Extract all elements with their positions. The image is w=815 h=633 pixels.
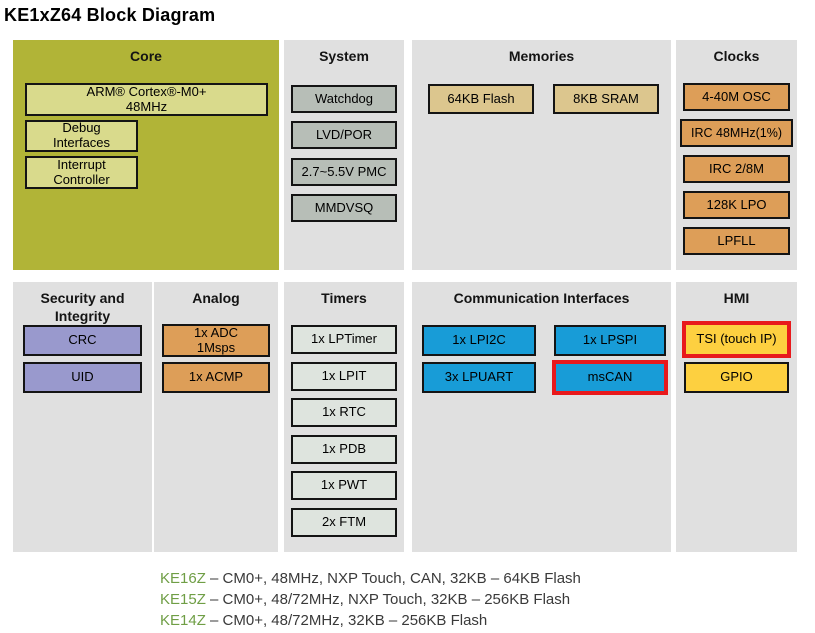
legend-model-ke14z: KE14Z bbox=[160, 612, 206, 629]
block-lpspi: 1x LPSPI bbox=[554, 325, 666, 356]
panel-system: System Watchdog LVD/POR 2.7~5.5V PMC MMD… bbox=[284, 40, 404, 270]
legend-line-ke14z: KE14Z – CM0+, 48/72MHz, 32KB – 256KB Fla… bbox=[160, 610, 581, 631]
block-crc: CRC bbox=[23, 325, 142, 356]
block-lptimer: 1x LPTimer bbox=[291, 325, 397, 354]
legend-desc-ke16z: – CM0+, 48MHz, NXP Touch, CAN, 32KB – 64… bbox=[210, 570, 581, 587]
block-tsi-highlighted: TSI (touch IP) bbox=[682, 321, 791, 358]
block-pmc: 2.7~5.5V PMC bbox=[291, 158, 397, 186]
block-irc-48mhz: IRC 48MHz(1%) bbox=[680, 119, 793, 147]
block-arm-cortex-m0: ARM® Cortex®-M0+ 48MHz bbox=[25, 83, 268, 116]
page-title: KE1xZ64 Block Diagram bbox=[4, 5, 216, 25]
panel-core: Core ARM® Cortex®-M0+ 48MHz Debug Interf… bbox=[13, 40, 279, 270]
panel-core-header: Core bbox=[130, 48, 162, 64]
block-gpio: GPIO bbox=[684, 362, 789, 393]
block-pwt: 1x PWT bbox=[291, 471, 397, 500]
panel-memories-header: Memories bbox=[508, 48, 575, 64]
panel-system-header: System bbox=[319, 48, 369, 64]
panel-timers: Timers 1x LPTimer 1x LPIT 1x RTC 1x PDB … bbox=[284, 282, 404, 552]
legend-desc-ke15z: – CM0+, 48/72MHz, NXP Touch, 32KB – 256K… bbox=[210, 591, 571, 608]
block-lpit: 1x LPIT bbox=[291, 362, 397, 391]
block-mscan-highlighted: msCAN bbox=[552, 360, 668, 395]
block-flash: 64KB Flash bbox=[428, 84, 534, 114]
panel-security: Security and Integrity CRC UID bbox=[13, 282, 152, 552]
panel-communication: Communication Interfaces 1x LPI2C 1x LPS… bbox=[412, 282, 671, 552]
legend-model-ke16z: KE16Z bbox=[160, 570, 206, 587]
block-lpuart: 3x LPUART bbox=[422, 362, 536, 393]
block-osc: 4-40M OSC bbox=[683, 83, 790, 111]
block-lpi2c: 1x LPI2C bbox=[422, 325, 536, 356]
block-adc: 1x ADC 1Msps bbox=[162, 324, 270, 357]
panel-analog: Analog 1x ADC 1Msps 1x ACMP bbox=[154, 282, 278, 552]
panel-clocks: Clocks 4-40M OSC IRC 48MHz(1%) IRC 2/8M … bbox=[676, 40, 797, 270]
block-watchdog: Watchdog bbox=[291, 85, 397, 113]
block-rtc: 1x RTC bbox=[291, 398, 397, 427]
legend-line-ke16z: KE16Z – CM0+, 48MHz, NXP Touch, CAN, 32K… bbox=[160, 568, 581, 589]
panel-security-header: Security and Integrity bbox=[40, 290, 125, 324]
panel-timers-header: Timers bbox=[321, 290, 367, 306]
block-lpfll: LPFLL bbox=[683, 227, 790, 255]
block-sram: 8KB SRAM bbox=[553, 84, 659, 114]
panel-communication-header: Communication Interfaces bbox=[453, 290, 630, 306]
panel-hmi: HMI TSI (touch IP) GPIO bbox=[676, 282, 797, 552]
legend-desc-ke14z: – CM0+, 48/72MHz, 32KB – 256KB Flash bbox=[210, 612, 488, 629]
legend: KE16Z – CM0+, 48MHz, NXP Touch, CAN, 32K… bbox=[160, 568, 581, 631]
legend-model-ke15z: KE15Z bbox=[160, 591, 206, 608]
block-mmdvsq: MMDVSQ bbox=[291, 194, 397, 222]
block-lpo: 128K LPO bbox=[683, 191, 790, 219]
block-irc-2-8m: IRC 2/8M bbox=[683, 155, 790, 183]
block-interrupt-controller: Interrupt Controller bbox=[25, 156, 138, 189]
block-ftm: 2x FTM bbox=[291, 508, 397, 537]
panel-analog-header: Analog bbox=[192, 290, 240, 306]
block-acmp: 1x ACMP bbox=[162, 362, 270, 393]
block-uid: UID bbox=[23, 362, 142, 393]
block-pdb: 1x PDB bbox=[291, 435, 397, 464]
panel-hmi-header: HMI bbox=[723, 290, 750, 306]
panel-clocks-header: Clocks bbox=[713, 48, 760, 64]
block-debug-interfaces: Debug Interfaces bbox=[25, 120, 138, 152]
legend-line-ke15z: KE15Z – CM0+, 48/72MHz, NXP Touch, 32KB … bbox=[160, 589, 581, 610]
panel-memories: Memories 64KB Flash 8KB SRAM bbox=[412, 40, 671, 270]
block-lvd-por: LVD/POR bbox=[291, 121, 397, 149]
